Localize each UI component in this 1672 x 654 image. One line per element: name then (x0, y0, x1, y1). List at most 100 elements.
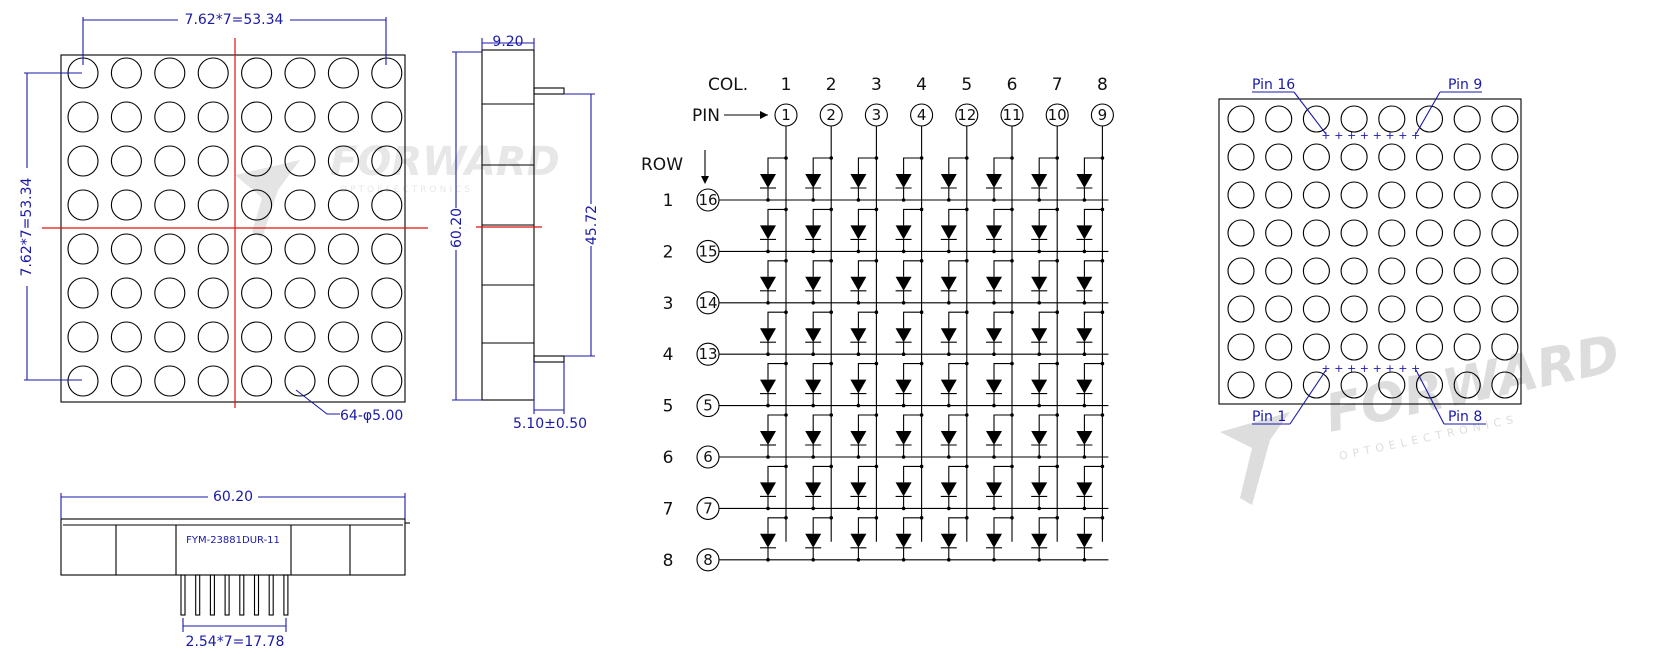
rear-led-dot (1491, 333, 1519, 361)
bottom-pin (195, 574, 201, 616)
rear-led-dot (1491, 143, 1519, 171)
led-diode-icon (895, 431, 912, 445)
rear-led-dot (1227, 219, 1255, 247)
rear-led-dot (1491, 105, 1519, 133)
led-diode-icon (986, 431, 1002, 445)
rear-led-dot (1378, 371, 1406, 399)
part-number-label: FYM-23881DUR-11 (186, 535, 280, 546)
led-diode-icon (1031, 174, 1048, 188)
led-diode-icon (1076, 379, 1093, 394)
led-diode-icon (805, 482, 822, 497)
column-number: 8 (1097, 75, 1108, 95)
rear-led-dot (1302, 219, 1330, 247)
bottom-pitch-dimension: 2.54*7=17.78 (186, 634, 285, 650)
rear-led-dot (1340, 257, 1368, 285)
front-led-dot (327, 57, 359, 89)
front-led-dot (154, 365, 186, 397)
rear-pin-top-dot: + (1385, 129, 1394, 142)
rear-pin-bottom-dot: + (1360, 362, 1369, 375)
rear-led-dot (1302, 143, 1330, 171)
front-led-dot (110, 321, 142, 353)
led-diode-icon (805, 379, 822, 394)
front-led-dot (284, 145, 316, 177)
rear-led-dot (1415, 181, 1444, 209)
led-matrix (760, 156, 1105, 562)
rear-pin-top-dot: + (1398, 129, 1407, 142)
front-led-dot (284, 321, 316, 353)
led-diode-icon (940, 328, 957, 343)
rear-led-dot (1453, 219, 1481, 247)
side-pin-bottom (533, 355, 565, 363)
column-pin-number: 10 (1048, 106, 1067, 124)
rear-led-dot (1340, 295, 1368, 323)
row-number: 2 (663, 242, 674, 262)
rear-led-dot (1302, 181, 1330, 209)
watermark-sub-front: OPTOELECTRONICS (340, 185, 473, 195)
led-diode-icon (760, 328, 776, 343)
rear-led-dot (1302, 371, 1330, 399)
front-led-grid (67, 57, 403, 397)
front-led-dot (371, 277, 403, 309)
row-number: 8 (663, 551, 674, 571)
led-diode-icon (986, 225, 1002, 240)
rear-pin-bottom-dot: + (1321, 362, 1330, 375)
bottom-pin (239, 574, 245, 616)
front-led-dot (241, 233, 273, 265)
led-diode-icon (1031, 328, 1048, 343)
watermark-logo-rear-icon (1220, 412, 1290, 505)
front-led-dot (154, 57, 186, 89)
bottom-pin (224, 574, 230, 616)
led-diode-icon (760, 482, 776, 497)
column-pin-number: 1 (781, 106, 791, 124)
front-led-dot (371, 321, 403, 353)
rear-led-dot (1302, 257, 1330, 285)
bottom-pin (268, 574, 274, 616)
led-diode-icon (1031, 431, 1048, 445)
rear-led-dot (1453, 257, 1481, 285)
rear-led-dot (1265, 295, 1293, 323)
row-number: 6 (663, 448, 674, 468)
rear-led-dot (1302, 105, 1330, 133)
side-pin-span-dimension: 45.72 (584, 205, 600, 245)
pin8-label: Pin 8 (1448, 409, 1482, 425)
rear-led-dot (1227, 333, 1255, 361)
column-pin-number: 4 (917, 106, 927, 124)
front-led-dot (327, 365, 359, 397)
row-number: 1 (663, 191, 674, 211)
rear-led-grid (1227, 105, 1519, 399)
row-pin-number: 13 (698, 345, 717, 363)
rear-pin-top-dot: + (1360, 129, 1369, 142)
front-led-dot (197, 365, 229, 397)
row-pin-number: 6 (703, 448, 713, 466)
front-led-dot (371, 189, 403, 221)
front-led-dot (110, 365, 142, 397)
led-diode-icon (895, 533, 912, 548)
front-led-dot (284, 101, 316, 133)
rear-led-dot (1378, 105, 1406, 133)
rear-led-dot (1415, 105, 1444, 133)
row-pin-number: 16 (698, 191, 717, 209)
led-diameter-note: 64-φ5.00 (340, 408, 403, 424)
led-diode-icon (805, 533, 822, 548)
led-diode-icon (1076, 225, 1093, 240)
rear-pin-bottom-dot: + (1334, 362, 1343, 375)
led-diode-icon (986, 276, 1002, 291)
front-led-dot (371, 101, 403, 133)
led-diode-icon (895, 174, 912, 188)
rear-view: ++++++++++++++++ Pin 16 Pin 9 Pin 1 Pin … (1218, 77, 1522, 425)
front-led-dot (327, 277, 359, 309)
rear-led-dot (1415, 257, 1444, 285)
front-led-dot (284, 189, 316, 221)
led-diode-icon (760, 225, 776, 240)
led-diode-icon (850, 482, 867, 497)
rear-led-dot (1340, 181, 1368, 209)
front-led-dot (327, 189, 359, 221)
rear-pin-top-dot: + (1411, 129, 1420, 142)
rear-pin-bottom-dot: + (1347, 362, 1356, 375)
column-number: 2 (826, 75, 837, 95)
rear-led-dot (1265, 219, 1293, 247)
led-diode-icon (805, 225, 822, 240)
rear-led-dot (1302, 333, 1330, 361)
